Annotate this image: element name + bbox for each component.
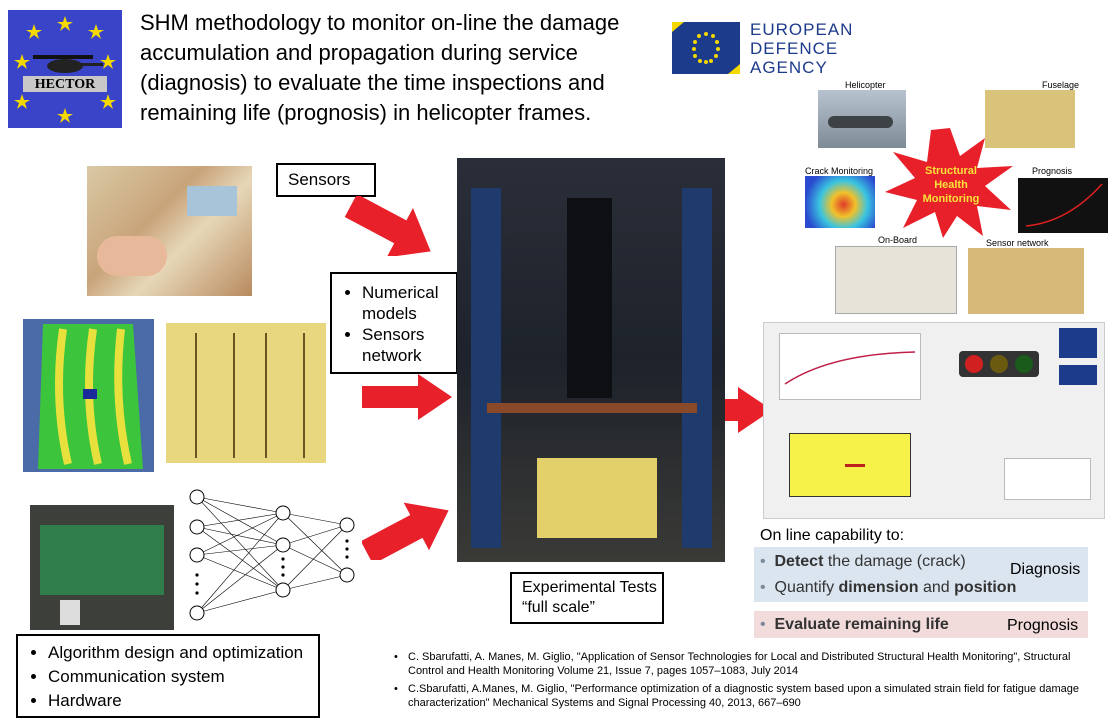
hector-logo-graphic (14, 16, 116, 123)
quantify-pre: Quantify (774, 579, 839, 596)
reference-2: • C.Sbarufatti, A.Manes, M. Giglio, "Per… (394, 682, 1098, 710)
detect-bold: Detect (774, 553, 824, 570)
shm-panel: Helicopter Fuselage Structural Health Mo… (800, 78, 1112, 318)
numerical-models-box: Numerical models Sensors network (330, 272, 458, 374)
ref-bullet: • (394, 683, 398, 695)
crack-monitoring-label: Crack Monitoring (805, 166, 874, 176)
helicopter-label: Helicopter (845, 80, 886, 90)
quantify-bold-2: position (954, 579, 1017, 596)
bullet-dot: • (760, 579, 775, 596)
algorithm-item-1: Algorithm design and optimization (48, 642, 318, 663)
quantify-mid: and (918, 579, 955, 596)
neural-network-diagram (189, 489, 355, 621)
arrow-output (682, 387, 772, 433)
diagnosis-panel (754, 547, 1088, 602)
algorithm-box: Algorithm design and optimization Commun… (16, 634, 320, 718)
arrow-algorithm (362, 502, 449, 560)
sensor-network-label: Sensor network (986, 238, 1049, 248)
reference-1: • C. Sbarufatti, A. Manes, M. Giglio, "A… (394, 650, 1098, 678)
numerical-item-2: Sensors network (362, 324, 456, 366)
evaluate-bold: Evaluate remaining life (774, 616, 949, 633)
arrow-numerical (362, 374, 452, 420)
diagnostic-gui-screenshot (763, 322, 1105, 519)
reference-2-text: C.Sbarufatti, A.Manes, M. Giglio, "Perfo… (408, 683, 1079, 709)
fem-model-image (23, 319, 154, 472)
prognosis-small-label: Prognosis (1032, 166, 1073, 176)
sensors-label: Sensors (288, 170, 351, 189)
on-board-label: On-Board (878, 235, 918, 245)
eda-line-3: AGENCY (750, 58, 828, 77)
arrow-sensors (345, 196, 431, 256)
on-board-screenshot (835, 246, 957, 314)
algorithm-item-2: Communication system (48, 666, 318, 687)
test-rig-photo (457, 158, 725, 562)
bullet-dot: • (760, 553, 775, 570)
sensor-network-photo (968, 248, 1084, 314)
experimental-label: Experimental Tests “full scale” (522, 579, 657, 616)
detect-rest: the damage (crack) (823, 553, 966, 570)
diagnosis-label: Diagnosis (1010, 561, 1081, 578)
capability-heading: On line capability to: (760, 527, 905, 544)
prognosis-chart-image (1018, 178, 1108, 233)
shm-star-text: Structural Health Monitoring (922, 165, 980, 205)
algorithm-item-3: Hardware (48, 690, 318, 711)
detect-row: • Detect the damage (crack) (760, 553, 966, 571)
hector-logo: HECTOR (8, 10, 122, 128)
eu-flag-icon (672, 22, 740, 74)
ref-bullet: • (394, 651, 398, 663)
page-title: SHM methodology to monitor on-line the d… (140, 10, 620, 125)
prognosis-label: Prognosis (1007, 617, 1079, 634)
quantify-bold-1: dimension (838, 579, 919, 596)
eda-logo: EUROPEAN DEFENCE AGENCY (672, 18, 852, 78)
helicopter-photo (818, 90, 906, 148)
reference-1-text: C. Sbarufatti, A. Manes, M. Giglio, "App… (408, 651, 1071, 677)
quantify-row: • Quantify dimension and position (760, 579, 1016, 597)
eda-line-2: DEFENCE (750, 39, 839, 58)
sensor-installation-photo (87, 166, 252, 296)
eda-line-1: EUROPEAN (750, 20, 854, 39)
crack-monitoring-image (805, 176, 875, 228)
fuselage-photo (985, 90, 1075, 148)
numerical-item-1: Numerical models (362, 282, 456, 324)
fuselage-label: Fuselage (1042, 80, 1080, 90)
experimental-tests-box: Experimental Tests “full scale” (510, 572, 664, 624)
shm-star-burst (885, 128, 1013, 238)
bullet-dot: • (760, 616, 775, 633)
frame-specimen-photo (166, 323, 326, 463)
prognosis-panel (754, 611, 1088, 638)
hardware-boards-photo (30, 505, 174, 630)
sensors-label-box: Sensors (276, 163, 376, 197)
hector-text: HECTOR (34, 77, 96, 92)
evaluate-row: • Evaluate remaining life (760, 616, 949, 634)
